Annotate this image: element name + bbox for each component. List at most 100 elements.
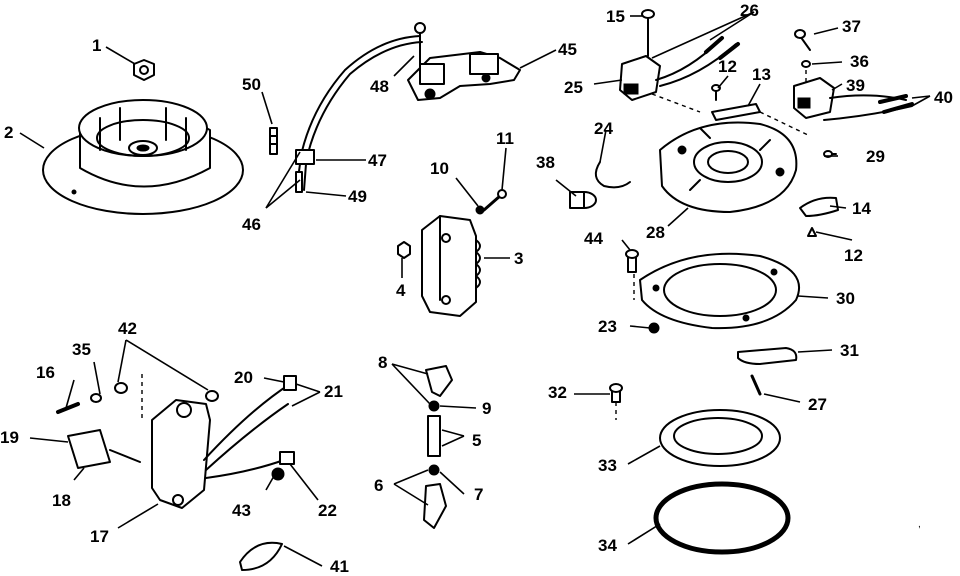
part-43-grommet	[271, 467, 285, 481]
part-26-leads	[655, 36, 740, 87]
part-4-nut	[397, 241, 411, 259]
callout-44: 44	[584, 229, 603, 248]
callout-23: 23	[598, 317, 617, 336]
callout-40: 40	[934, 88, 953, 107]
callout-39: 39	[846, 76, 865, 95]
part-22-lead	[205, 451, 295, 479]
callout-7: 7	[474, 485, 483, 504]
part-36-washer	[801, 60, 811, 68]
callout-21: 21	[324, 382, 343, 401]
part-33-ring	[659, 409, 781, 467]
callout-3: 3	[514, 249, 523, 268]
callout-8: 8	[378, 353, 387, 372]
part-13-plate	[711, 103, 761, 121]
callout-31: 31	[840, 341, 859, 360]
callout-25: 25	[564, 78, 583, 97]
callout-5: 5	[472, 431, 481, 450]
callout-41: 41	[330, 557, 349, 576]
part-32-screw	[609, 383, 623, 403]
part-24-wire	[594, 161, 631, 189]
part-30-retainer	[639, 252, 801, 330]
part-37-screw	[794, 29, 811, 51]
part-23-nut	[648, 322, 660, 334]
callout-42: 42	[118, 319, 137, 338]
part-35-washer	[90, 393, 102, 403]
part-31-clip	[737, 347, 798, 365]
callout-32: 32	[548, 383, 567, 402]
callout-36: 36	[850, 52, 869, 71]
callout-2: 2	[4, 123, 13, 142]
callout-35: 35	[72, 340, 91, 359]
part-5-hose	[427, 415, 441, 457]
part-2-flywheel	[42, 99, 244, 215]
callout-9: 9	[482, 399, 491, 418]
part-6-elbow-fitting	[423, 483, 447, 529]
callout-29: 29	[866, 147, 885, 166]
part-10-washer	[475, 205, 485, 215]
part-25-coil	[619, 55, 661, 101]
part-38-plug	[569, 191, 597, 209]
part-11-screw	[482, 189, 507, 212]
part-28-stator-plate	[659, 121, 798, 213]
callout-22: 22	[318, 501, 337, 520]
callout-11: 11	[496, 129, 514, 148]
callout-45: 45	[558, 40, 577, 59]
part-40-leads	[823, 94, 914, 121]
callout-6: 6	[374, 476, 383, 495]
part-34-ring	[653, 481, 791, 555]
stray-mark: ,	[918, 519, 921, 530]
callout-27: 27	[808, 395, 827, 414]
part-27-screw	[750, 374, 762, 396]
callout-14: 14	[852, 199, 871, 218]
callout-33: 33	[598, 456, 617, 475]
part-41-clamp	[239, 541, 283, 571]
callout-37: 37	[842, 17, 861, 36]
part-45-pickup-assembly	[407, 22, 521, 101]
part-42-washer-right	[205, 390, 219, 402]
callout-28: 28	[646, 223, 665, 242]
leader-lines	[19, 11, 931, 567]
callout-47: 47	[368, 151, 387, 170]
callout-18: 18	[52, 491, 71, 510]
callout-4: 4	[396, 281, 406, 300]
part-16-bolt	[56, 402, 80, 414]
callout-15: 15	[606, 7, 625, 26]
callout-24: 24	[594, 119, 613, 138]
part-20-lead	[203, 375, 297, 461]
callout-16: 16	[36, 363, 55, 382]
callout-38: 38	[536, 153, 555, 172]
callout-48: 48	[370, 77, 389, 96]
callout-30: 30	[836, 289, 855, 308]
part-12-screw-top	[711, 84, 721, 101]
part-12-screw-bottom	[807, 227, 817, 237]
part-44-bolt	[625, 249, 639, 273]
part-17-ignition-coil	[151, 399, 211, 509]
part-50-bolt	[269, 127, 278, 155]
part-15-screw	[641, 9, 655, 57]
part-39-coil	[793, 77, 835, 119]
callout-17: 17	[90, 527, 109, 546]
part-18-connector	[67, 429, 141, 469]
callout-43: 43	[232, 501, 251, 520]
part-8-elbow-fitting	[425, 365, 453, 397]
part-21-lead	[205, 403, 289, 471]
part-9-fitting	[428, 400, 440, 412]
callout-1: 1	[92, 36, 101, 55]
callout-34: 34	[598, 536, 617, 555]
callout-12-bottom: 12	[844, 246, 863, 265]
part-7-fitting	[428, 464, 440, 476]
part-1-nut	[133, 59, 155, 81]
part-3-power-pack	[421, 215, 481, 317]
alignment-dashes	[141, 70, 811, 420]
part-14-clip	[799, 196, 839, 217]
callout-19: 19	[0, 428, 19, 447]
callout-10: 10	[430, 159, 449, 178]
callout-13: 13	[752, 65, 771, 84]
part-42-washer-left	[114, 382, 128, 394]
part-46-wire-harness	[295, 35, 423, 193]
callout-49: 49	[348, 187, 367, 206]
callout-50: 50	[242, 75, 261, 94]
